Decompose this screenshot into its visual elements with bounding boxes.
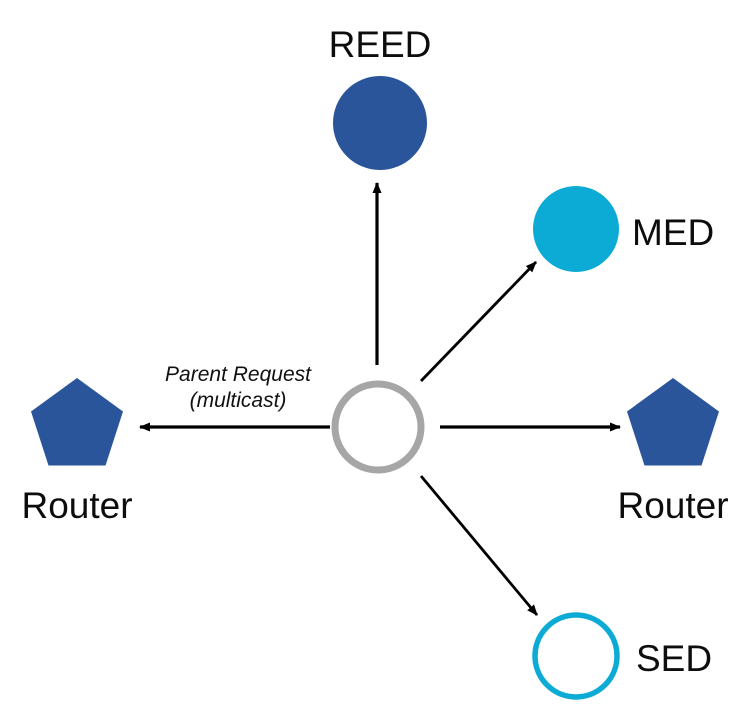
edge-label-parent-request: Parent Request (multicast) — [165, 363, 312, 412]
node-label-sed: SED — [636, 638, 712, 679]
router-pentagon-icon-left[interactable] — [31, 378, 123, 466]
node-med[interactable]: MED — [533, 186, 714, 272]
med-circle-icon[interactable] — [533, 186, 619, 272]
node-router-right[interactable]: Router — [617, 378, 729, 526]
edge-group — [139, 182, 621, 616]
node-sed[interactable]: SED — [532, 612, 712, 700]
node-reed[interactable]: REED — [329, 24, 432, 170]
node-router-left[interactable]: Router — [21, 378, 133, 526]
node-label-router-right: Router — [617, 485, 728, 526]
node-label-router-left: Router — [21, 485, 132, 526]
sed-circle-icon[interactable] — [532, 612, 620, 700]
edge-to-sed — [419, 475, 539, 616]
joining-device-circle-icon[interactable] — [331, 380, 425, 474]
node-joining-device[interactable] — [331, 380, 425, 474]
edge-to-med — [419, 261, 538, 382]
node-label-reed: REED — [329, 24, 432, 65]
router-pentagon-icon-right[interactable] — [627, 378, 719, 466]
reed-circle-icon[interactable] — [333, 76, 427, 170]
node-label-med: MED — [632, 212, 714, 253]
edge-label-line1: Parent Request — [165, 363, 312, 386]
edge-label-line2: (multicast) — [190, 389, 287, 412]
